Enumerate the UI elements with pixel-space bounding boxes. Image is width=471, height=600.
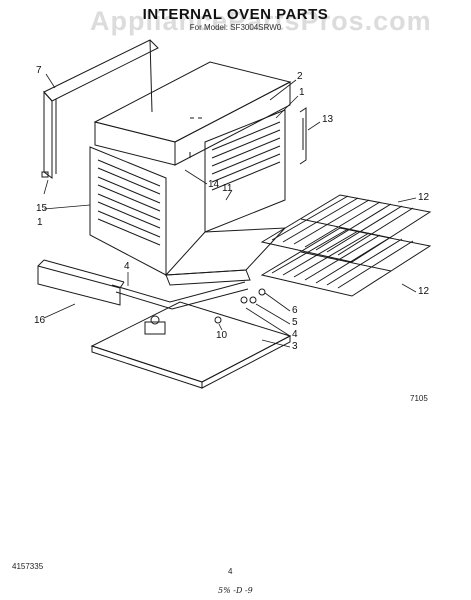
callout-5: 5 (292, 317, 298, 328)
figure-code: 7105 (410, 394, 428, 403)
callout-4-right: 4 (292, 329, 298, 340)
oven-rack-upper (260, 194, 432, 263)
callout-11: 11 (222, 183, 233, 194)
part-number: 4157335 (12, 562, 44, 571)
callout-10: 10 (216, 330, 228, 341)
broil-element (111, 281, 249, 325)
callout-13: 13 (322, 114, 334, 125)
callout-7: 7 (36, 65, 42, 76)
callout-14: 14 (208, 179, 220, 190)
model-subtitle: For Model: SF3004SRW0 (189, 23, 282, 32)
side-bracket (299, 107, 307, 165)
callout-1-left: 1 (37, 217, 43, 228)
callout-6: 6 (292, 305, 298, 316)
page-number: 4 (228, 567, 233, 576)
front-trim (37, 259, 125, 306)
callout-2: 2 (297, 71, 303, 82)
callout-16: 16 (34, 315, 46, 326)
front-frame-panel (41, 39, 159, 179)
page-title: INTERNAL OVEN PARTS (142, 6, 329, 23)
callout-12-lower: 12 (418, 286, 430, 297)
watermark-text: AppliancePartsPros.com (90, 6, 432, 36)
leader-lines (43, 73, 417, 348)
callout-12-upper: 12 (418, 192, 430, 203)
callout-1-top: 1 (299, 87, 305, 98)
callout-15: 15 (36, 203, 48, 214)
oven-liner-top (93, 61, 292, 166)
callout-3: 3 (292, 341, 298, 352)
fasteners (214, 288, 266, 324)
left-side-panel (89, 146, 167, 276)
callout-4-left: 4 (124, 261, 130, 272)
oven-rack-lower (260, 227, 432, 297)
bottom-panel (90, 301, 292, 389)
right-side-panel (204, 109, 286, 233)
handwritten-note: 5% -D -9 (218, 586, 253, 595)
